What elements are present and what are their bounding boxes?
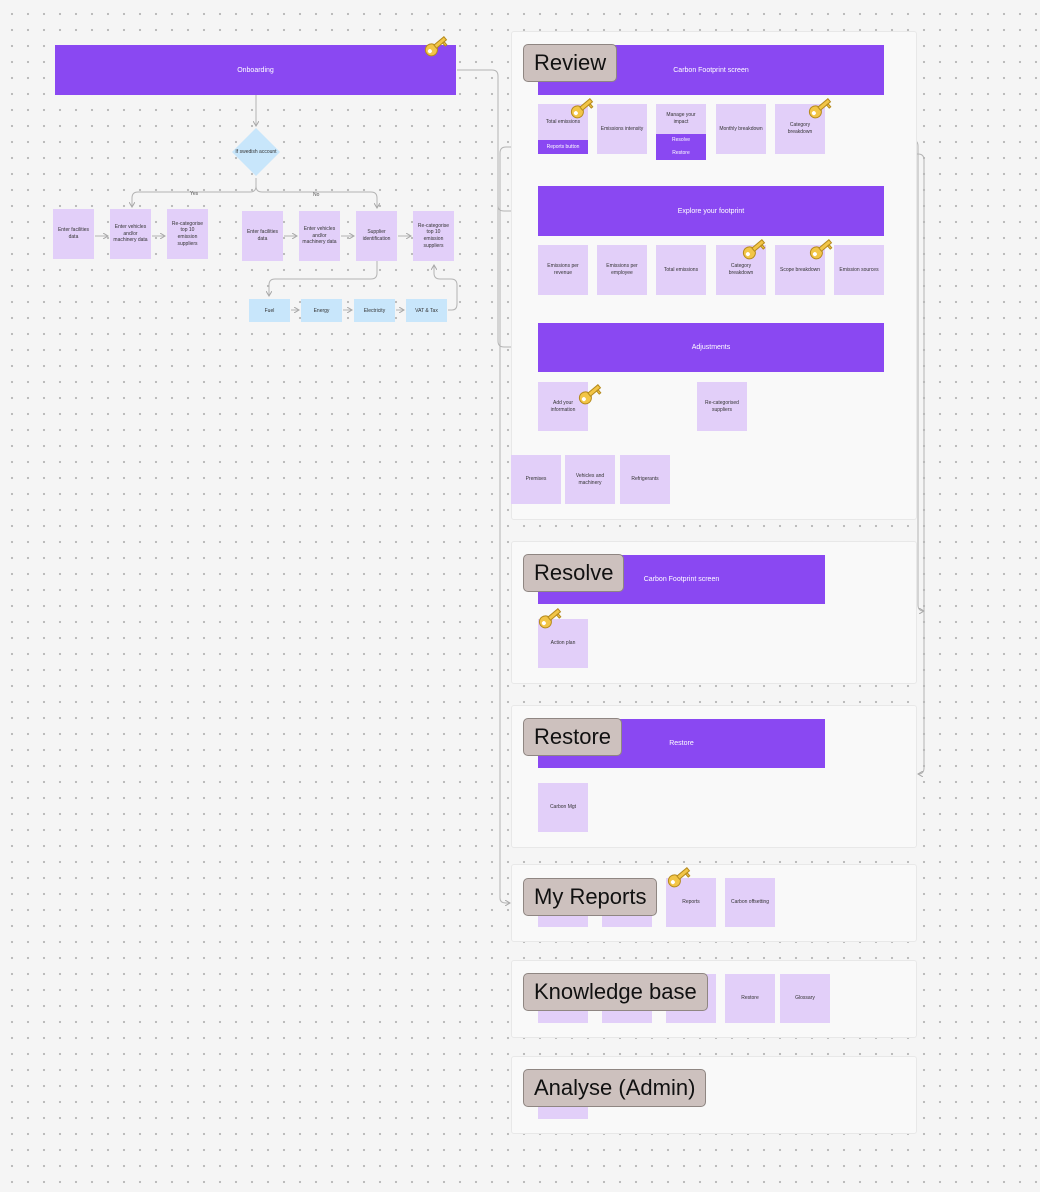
supplier-label: Fuel (264, 307, 275, 314)
carbon-mgt-card[interactable]: Carbon Mgt (538, 783, 588, 832)
no-step-supplier-identification[interactable]: Supplier identification (356, 211, 397, 261)
card-label: Total emissions (545, 118, 581, 125)
review-card-monthly-breakdown[interactable]: Monthly breakdown (716, 104, 766, 154)
review-tag: Review (523, 44, 618, 82)
resolve-button[interactable]: Resolve (656, 134, 706, 147)
card-label: Monthly breakdown (719, 125, 763, 132)
card-label: Reports (682, 899, 700, 906)
supplier-electricity[interactable]: Electricity (354, 299, 395, 322)
no-label: No (313, 192, 320, 198)
add-info-card[interactable]: Add your information (538, 382, 588, 431)
card-label: Emissions per employee (606, 263, 638, 276)
key-icon (538, 608, 562, 629)
header-label: Carbon Footprint screen (643, 576, 720, 583)
resolve-tag: Resolve (523, 554, 625, 592)
step-label: Re-categorise top 10 emission suppliers (171, 220, 204, 247)
card-label: Emissions intensity (600, 125, 644, 132)
card-label: Re-categorised suppliers (705, 399, 739, 413)
card-label: Carbon Mgt (549, 804, 577, 811)
header-label: Adjustments (691, 344, 731, 351)
key-icon (424, 36, 448, 57)
step-label: Supplier identification (362, 229, 391, 242)
button-label: Reports button (546, 143, 580, 150)
card-label: Restore (741, 995, 759, 1002)
key-icon (808, 98, 832, 119)
glossary-card[interactable]: Glossary (780, 974, 830, 1023)
card-label: Manage your impact (666, 112, 696, 125)
header-label: Carbon Footprint screen (673, 66, 749, 74)
button-label: Resolve (671, 137, 691, 144)
explore-card-revenue[interactable]: Emissions per revenue (538, 245, 588, 295)
card-label: Total emissions (663, 266, 699, 273)
step-label: Enter vehicles and/or machinery data (302, 225, 337, 246)
card-label: Scope breakdown (779, 266, 821, 273)
decision-label: If swedish account (235, 148, 277, 155)
key-icon (809, 239, 833, 260)
explore-card-sources[interactable]: Emission sources (834, 245, 884, 295)
supplier-label: Electricity (363, 307, 386, 314)
explore-card-total[interactable]: Total emissions (656, 245, 706, 295)
supplier-label: VAT & Tax (415, 307, 438, 314)
refrigerants-card[interactable]: Refrigerants (620, 455, 670, 504)
my-reports-tag: My Reports (523, 878, 658, 916)
supplier-label: Energy (313, 307, 330, 314)
premises-card[interactable]: Premises (511, 455, 561, 504)
card-label: Emission sources (839, 266, 879, 273)
yes-label: Yes (190, 191, 199, 197)
key-icon (667, 867, 691, 888)
analyse-tag: Analyse (Admin) (523, 1069, 707, 1107)
step-label: Enter vehicles and/or machinery data (113, 223, 148, 244)
card-label: Premises (525, 476, 547, 483)
vehicles-card[interactable]: Vehicles and machinery (565, 455, 615, 504)
supplier-vat-tax[interactable]: VAT & Tax (406, 299, 447, 322)
yes-step-recategorise[interactable]: Re-categorise top 10 emission suppliers (167, 209, 208, 259)
review-card-emissions-intensity[interactable]: Emissions intensity (597, 104, 647, 154)
decision-node[interactable]: If swedish account (231, 127, 281, 177)
yes-step-facilities[interactable]: Enter facilities data (53, 209, 94, 259)
knowledge-base-tag: Knowledge base (523, 973, 708, 1011)
onboarding-title: Onboarding (237, 66, 274, 74)
onboarding-header[interactable]: Onboarding (55, 45, 456, 95)
key-icon (742, 239, 766, 260)
supplier-energy[interactable]: Energy (301, 299, 342, 322)
header-label: Explore your footprint (677, 207, 745, 215)
card-label: Glossary (795, 995, 815, 1002)
key-icon (570, 98, 594, 119)
button-label: Restore (672, 150, 690, 157)
restore-button[interactable]: Restore (656, 147, 706, 160)
step-label: Enter facilities data (246, 229, 279, 242)
adjustments-header[interactable]: Adjustments (538, 323, 884, 372)
card-label: Category breakdown (728, 263, 754, 276)
key-icon (578, 384, 602, 405)
card-label: Add your information (550, 399, 576, 413)
yes-step-vehicles[interactable]: Enter vehicles and/or machinery data (110, 209, 151, 259)
carbon-offsetting-card[interactable]: Carbon offsetting (725, 878, 775, 927)
card-label: Vehicles and machinery (575, 472, 605, 486)
card-label: Carbon offsetting (731, 899, 769, 906)
no-step-recategorise[interactable]: Re-categorise top 10 emission suppliers (413, 211, 454, 261)
explore-card-employee[interactable]: Emissions per employee (597, 245, 647, 295)
card-label: Refrigerants (631, 476, 659, 483)
supplier-fuel[interactable]: Fuel (249, 299, 290, 322)
header-label: Restore (669, 740, 694, 747)
card-label: Category breakdown (787, 122, 813, 135)
review-card-manage-impact[interactable]: Manage your impact (656, 104, 706, 134)
no-step-facilities[interactable]: Enter facilities data (242, 211, 283, 261)
card-label: Emissions per revenue (547, 263, 579, 276)
kb-restore-card[interactable]: Restore (725, 974, 775, 1023)
no-step-vehicles[interactable]: Enter vehicles and/or machinery data (299, 211, 340, 261)
reports-button[interactable]: Reports button (538, 140, 588, 154)
step-label: Enter facilities data (57, 227, 90, 240)
recategorised-card[interactable]: Re-categorised suppliers (697, 382, 747, 431)
card-label: Action plan (550, 640, 576, 647)
explore-card-category[interactable]: Category breakdown (716, 245, 766, 295)
explore-header[interactable]: Explore your footprint (538, 186, 884, 236)
step-label: Re-categorise top 10 emission suppliers (417, 222, 450, 249)
restore-tag: Restore (523, 718, 623, 756)
